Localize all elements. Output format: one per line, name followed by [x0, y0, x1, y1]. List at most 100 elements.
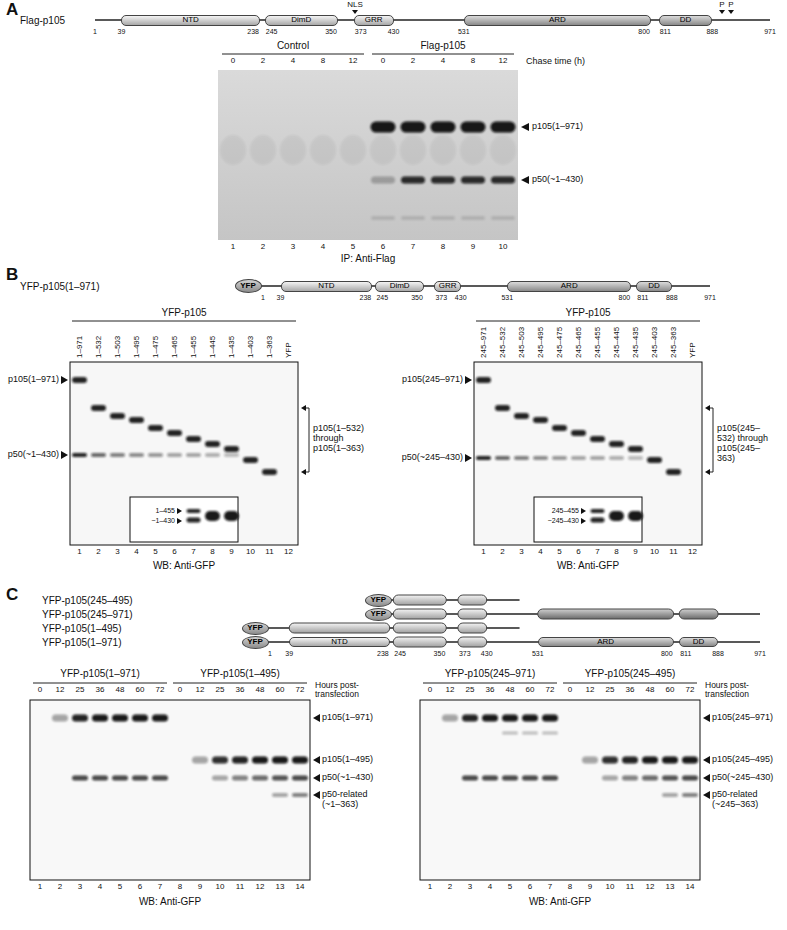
residue-number: 1	[268, 650, 272, 658]
gel-band	[205, 511, 220, 521]
gel-band	[186, 453, 201, 457]
gel-band	[401, 216, 425, 220]
lane-label: 1–465	[170, 336, 179, 358]
gel-band	[491, 216, 515, 220]
domain-name: DD	[693, 638, 705, 646]
domain-box: DD	[659, 15, 713, 26]
domain-box: DD	[679, 637, 718, 647]
gel-band	[462, 715, 478, 722]
inset-label: ~245–430	[548, 517, 579, 525]
domain-shape	[538, 609, 674, 619]
gel-band	[431, 216, 455, 220]
residue-number: 238	[247, 28, 259, 36]
phospho-site: P	[728, 1, 733, 10]
domain-box: DD	[636, 281, 671, 292]
lane-number: 10	[499, 243, 508, 252]
gel-band	[502, 715, 518, 722]
residue-number: 39	[277, 294, 285, 302]
group-header: Control	[277, 40, 309, 51]
lane-label: 245–971	[479, 327, 488, 358]
gel-band	[495, 456, 510, 460]
residue-number: 971	[704, 294, 716, 302]
band-marker: p50(~1–430)	[8, 450, 59, 460]
gel-band	[112, 776, 128, 781]
gel-band	[272, 776, 288, 781]
gel-band	[571, 456, 586, 460]
gel-band	[542, 732, 558, 735]
lane-number: 13	[276, 883, 285, 892]
gel-band	[642, 776, 658, 781]
residue-number: 888	[666, 294, 678, 302]
residue-number: 811	[680, 650, 691, 658]
domain-shape	[289, 623, 390, 633]
time-point: 12	[499, 57, 508, 66]
arrowhead	[703, 756, 710, 764]
arrowhead	[301, 405, 306, 411]
residue-number: 350	[434, 650, 446, 658]
construct-name: YFP-p105(245–495)	[42, 595, 133, 606]
domain-box: NTD	[121, 15, 259, 26]
rule-line	[476, 321, 700, 322]
axis-title: Chase time (h)	[526, 57, 585, 67]
yfp-tag: YFP	[365, 594, 392, 607]
gel-band	[205, 441, 220, 447]
rule-line	[33, 683, 167, 684]
arrowhead	[703, 714, 710, 722]
residue-number: 811	[660, 28, 671, 36]
lane-label: YFP	[688, 342, 697, 358]
lane-number: 7	[191, 548, 195, 557]
gel-band	[622, 776, 638, 781]
band-marker: p105(245–971)	[712, 713, 773, 723]
gel-band	[461, 177, 485, 184]
yfp-tag: YFP	[235, 279, 262, 293]
gel-band	[112, 715, 128, 722]
residue-number: 800	[638, 28, 650, 36]
residue-number: 430	[455, 294, 467, 302]
gel-band	[92, 776, 108, 781]
lane-label: 1–971	[75, 336, 84, 358]
domain-shape	[393, 595, 446, 605]
lane-number: 2	[448, 883, 452, 892]
band-marker: p50-related (~245–363)	[712, 790, 778, 810]
domain-shape	[393, 623, 446, 633]
gel-band	[340, 135, 366, 165]
lane-number: 10	[216, 883, 225, 892]
time-point: 36	[96, 686, 105, 695]
gel-band	[666, 469, 681, 475]
gel-band	[152, 776, 168, 781]
gel-band	[167, 430, 182, 436]
gel-band	[371, 216, 395, 220]
band-marker: p105(245–971)	[402, 375, 463, 385]
gel-band	[682, 776, 698, 781]
gel-band	[220, 135, 246, 165]
panel-letter: B	[6, 266, 18, 285]
rule-line	[72, 321, 296, 322]
arrowhead	[581, 518, 586, 524]
gel-band	[212, 757, 228, 764]
lane-number: 3	[78, 883, 82, 892]
bracket-label: p105(245–532) through p105(245–363)	[717, 424, 775, 464]
gel-band	[250, 135, 276, 165]
arrowhead	[719, 10, 725, 14]
gel-band	[272, 757, 288, 764]
domain-name: DimD	[291, 16, 311, 24]
group-header: Flag-p105	[420, 40, 465, 51]
residue-number: 430	[481, 650, 493, 658]
lane-number: 6	[576, 548, 580, 557]
lane-label: 245–435	[631, 327, 640, 358]
domain-name: ARD	[549, 16, 566, 24]
lane-number: 8	[210, 548, 214, 557]
inset-label: ~1–430	[151, 517, 175, 525]
band-marker: p105(1–495)	[322, 755, 373, 765]
gel-band	[129, 417, 144, 423]
gel-band	[72, 377, 87, 383]
time-point: 48	[506, 686, 515, 695]
gel-band	[370, 135, 396, 165]
gel-band	[129, 453, 144, 457]
gel-band	[590, 436, 605, 442]
lane-label: 245–495	[536, 327, 545, 358]
gel-band	[132, 715, 148, 722]
gel-image	[70, 362, 298, 545]
gel-band	[682, 757, 698, 764]
